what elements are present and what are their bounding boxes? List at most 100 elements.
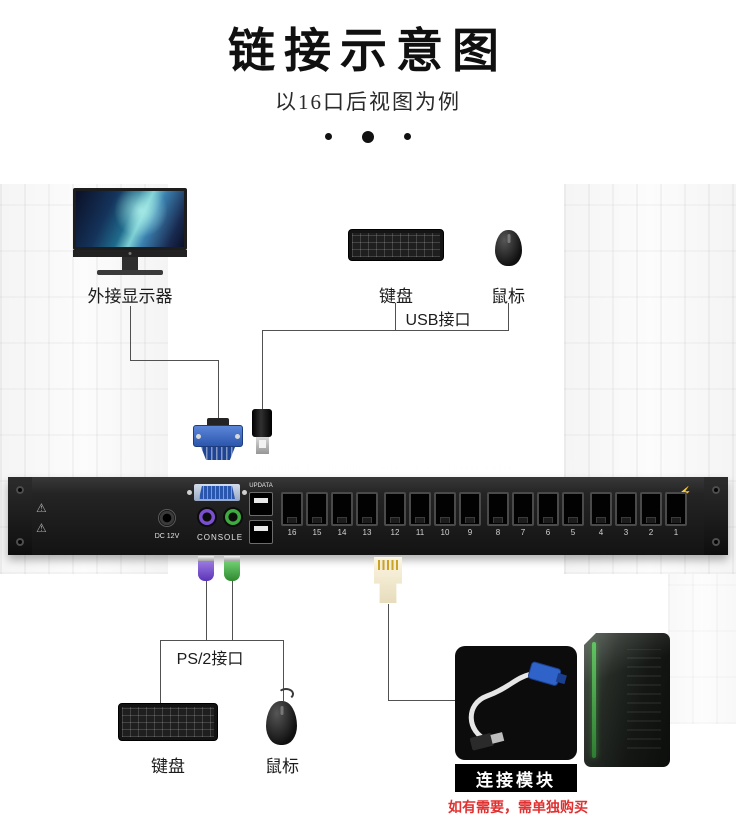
monitor-stand-base	[97, 270, 163, 275]
connector-line	[283, 640, 284, 701]
rack-ear-right	[704, 477, 728, 555]
rj45-port: 1	[665, 492, 687, 537]
rj45-socket	[537, 492, 559, 526]
rj45-socket	[640, 492, 662, 526]
kvm-dongle-illustration	[468, 661, 567, 751]
rj45-socket	[590, 492, 612, 526]
rj45-port: 13	[356, 492, 378, 537]
panel-usb-port	[249, 492, 273, 516]
rack-backdrop-bottom-right	[668, 574, 736, 724]
connector-line	[130, 360, 219, 361]
rj45-socket	[562, 492, 584, 526]
port-number: 4	[598, 528, 604, 537]
vga-screw	[196, 434, 201, 439]
port-number: 11	[415, 528, 425, 537]
screw-hole	[712, 486, 720, 494]
monitor-stand-neck	[122, 257, 138, 270]
dc-label: DC 12V	[154, 533, 180, 540]
rj45-socket	[384, 492, 406, 526]
kvm-top-face	[30, 461, 706, 478]
monitor-screen	[73, 188, 187, 250]
port-number: 3	[623, 528, 629, 537]
port-group: 12 11 10 9	[384, 492, 481, 537]
rj45-socket	[512, 492, 534, 526]
usb-connector	[252, 409, 272, 454]
port-number: 9	[467, 528, 473, 537]
connector-line	[395, 303, 396, 331]
keyboard-keys	[122, 707, 214, 737]
vga-plug-body	[193, 425, 243, 447]
mouse-label-top: 鼠标	[491, 287, 525, 306]
module-label-bar: 连接模块	[455, 764, 577, 792]
port-group: 4 3 2 1	[590, 492, 687, 537]
warning-icon: ⚠	[36, 521, 47, 535]
tower-vents	[627, 649, 661, 749]
console-label: CONSOLE	[196, 533, 244, 542]
vga-port-opening	[199, 486, 235, 499]
screw-hole	[712, 538, 720, 546]
rj45-pins	[378, 560, 398, 570]
rack-ear-left	[8, 477, 32, 555]
ps2-keyboard	[118, 703, 218, 741]
port-number: 7	[520, 528, 526, 537]
monitor-label: 外接显示器	[87, 287, 173, 306]
rj45-socket	[459, 492, 481, 526]
screw-hole	[16, 486, 24, 494]
rj45-socket	[409, 492, 431, 526]
keyboard-label-bottom: 键盘	[151, 757, 185, 776]
port-number: 1	[673, 528, 679, 537]
dot-icon	[404, 133, 412, 141]
rj45-port: 16	[281, 492, 303, 537]
warning-icon: ⚠	[36, 501, 47, 515]
usb-mouse	[495, 230, 522, 266]
page-subtitle: 以16口后视图为例	[275, 90, 461, 114]
connector-line	[388, 700, 455, 701]
screw-hole	[16, 538, 24, 546]
port-number: 8	[495, 528, 501, 537]
connector-line	[262, 330, 263, 410]
rj45-socket	[356, 492, 378, 526]
rj45-port: 8	[487, 492, 509, 537]
connector-line	[160, 640, 284, 641]
rj45-port: 14	[331, 492, 353, 537]
rj45-socket	[665, 492, 687, 526]
monitor-bezel	[73, 250, 187, 257]
purchase-note: 如有需要，需单独购买	[448, 799, 588, 815]
ps2-port-label: PS/2接口	[162, 645, 258, 669]
port-number: 5	[570, 528, 576, 537]
computer-tower	[584, 633, 670, 767]
rj45-socket	[306, 492, 328, 526]
ps2-mouse-port	[223, 507, 243, 527]
vga-port-screw	[242, 490, 247, 495]
updata-label: UPDATA	[249, 483, 273, 489]
port-number: 15	[312, 528, 322, 537]
vga-cable-boot	[207, 418, 229, 425]
port-number: 13	[362, 528, 372, 537]
vga-plug-snout	[201, 447, 235, 460]
rj45-socket	[434, 492, 456, 526]
port-number: 14	[337, 528, 347, 537]
external-monitor	[73, 188, 187, 275]
panel-usb-port	[249, 520, 273, 544]
decorative-dots	[0, 128, 736, 146]
port-number: 12	[390, 528, 400, 537]
rj45-port: 4	[590, 492, 612, 537]
connector-line	[218, 360, 219, 419]
usb-keyboard	[348, 229, 444, 261]
connection-module-image	[455, 646, 577, 760]
dot-icon	[324, 133, 332, 141]
port-number: 2	[648, 528, 654, 537]
port-number: 10	[440, 528, 450, 537]
tower-led-strip	[592, 642, 596, 758]
panel-vga-port	[187, 484, 247, 501]
rj45-socket	[281, 492, 303, 526]
connector-line	[388, 604, 389, 701]
rj45-port: 10	[434, 492, 456, 537]
usb-plug-body	[252, 409, 272, 437]
connector-line	[130, 306, 131, 361]
rj45-port: 15	[306, 492, 328, 537]
connector-line	[232, 581, 233, 640]
usb-port-label: USB接口	[405, 312, 471, 329]
vga-connector	[193, 418, 243, 460]
